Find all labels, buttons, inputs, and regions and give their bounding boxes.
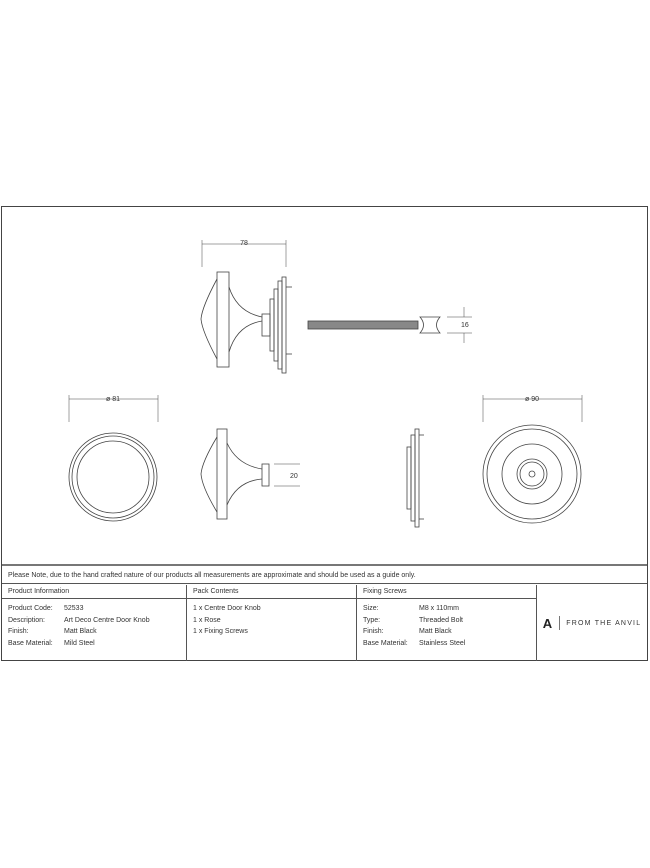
rose-side-view [406,428,424,528]
label: Type: [363,616,381,624]
dim-rose-diameter: ø 90 [525,396,539,403]
threaded-bolt-view: 16 [307,307,472,343]
info-row: Type: Threaded Bolt [363,615,530,627]
section-heading: Product Information [2,585,186,599]
pack-item: 1 x Fixing Screws [193,628,248,635]
value: Threaded Bolt [419,616,463,624]
anvil-logo-icon: A [542,615,554,631]
label: Description: [8,616,45,624]
brand-name: FROM THE ANVIL [566,619,642,627]
logo-divider [559,616,561,630]
info-row: Base Material: Mild Steel [8,638,180,650]
info-row: Finish: Matt Black [363,626,530,638]
label: Finish: [363,628,384,635]
pack-item: 1 x Centre Door Knob [193,605,261,612]
value: Matt Black [419,628,452,635]
product-information-section: Product Information Product Code: 52533 D… [2,585,187,661]
dim-bolt-head: 16 [461,322,469,329]
disclaimer-note: Please Note, due to the hand crafted nat… [2,564,647,584]
info-row: Description: Art Deco Centre Door Knob [8,615,180,627]
technical-drawing: 78 16 ø 81 [68,240,583,528]
value: Matt Black [64,628,97,635]
label: Finish: [8,628,29,635]
info-row: Finish: Matt Black [8,626,180,638]
section-heading: Fixing Screws [357,585,536,599]
brand-logo: A FROM THE ANVIL [537,585,647,661]
value: Mild Steel [64,639,95,647]
value: Art Deco Centre Door Knob [64,616,150,624]
label: Base Material: [8,639,53,647]
fixing-screws-section: Fixing Screws Size: M8 x 110mm Type: Threa… [357,585,537,661]
dim-neck: 20 [290,473,298,480]
label: Size: [363,605,379,612]
value: M8 x 110mm [419,605,459,612]
pack-contents-section: Pack Contents 1 x Centre Door Knob 1 x R… [187,585,357,661]
section-heading: Pack Contents [187,585,356,599]
knob-front-view: ø 81 [68,395,159,522]
info-row: Size: M8 x 110mm [363,603,530,615]
drawing-sheet: 78 16 ø 81 [1,206,648,661]
value: 52533 [64,605,84,612]
label: Product Code: [8,605,53,612]
label: Base Material: [363,639,408,647]
knob-side-view-2: 20 [200,428,300,520]
value: Stainless Steel [419,639,466,647]
knob-side-view: 78 [200,240,292,374]
rose-front-view: ø 90 [482,395,583,524]
info-row: Product Code: 52533 [8,603,180,615]
dim-knob-diameter: ø 81 [106,396,120,403]
pack-item: 1 x Rose [193,616,221,624]
info-row: Base Material: Stainless Steel [363,638,530,650]
dim-knob-depth: 78 [240,240,248,247]
